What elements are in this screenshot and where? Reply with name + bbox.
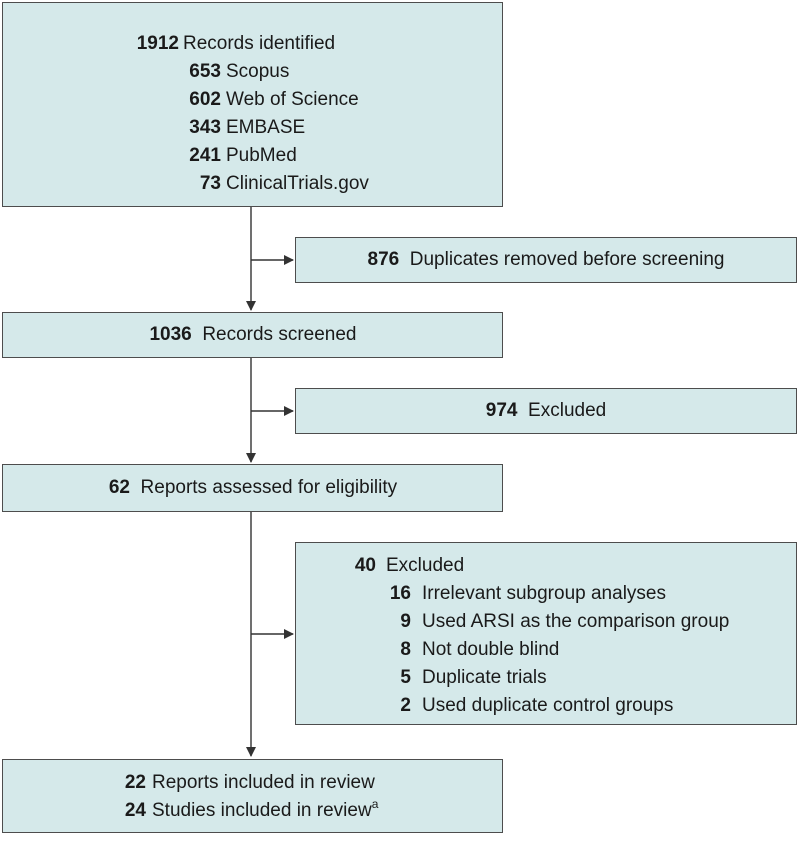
reports-assessed-box: 62 Reports assessed for eligibility (2, 464, 503, 512)
excluded-screening-box: 974 Excluded (295, 388, 797, 434)
duplicates-removed-box: 876 Duplicates removed before screening (295, 237, 797, 283)
included-in-review-box: 22 Reports included in review 24 Studies… (2, 759, 503, 833)
footnote-marker: a (371, 796, 379, 811)
records-screened-box: 1036 Records screened (2, 312, 503, 358)
records-identified-box: 1912 Records identified 653 Scopus 602 W… (2, 2, 503, 207)
excluded-eligibility-box: 40 Excluded 16 Irrelevant subgroup analy… (295, 542, 797, 725)
